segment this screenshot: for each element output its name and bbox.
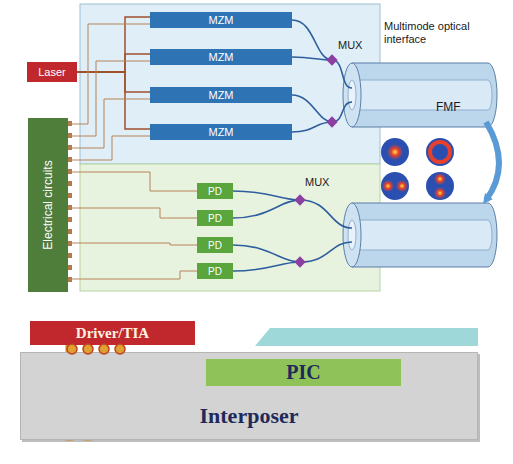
node-text: MZM [208, 126, 233, 138]
node-text: PD [208, 240, 222, 251]
text-label: MUX [305, 176, 329, 189]
transfer-arrow [486, 122, 499, 200]
pd-box: PD [197, 263, 233, 279]
mzm-box: MZM [150, 12, 292, 28]
text-label: Multimode optical interface [384, 20, 480, 46]
pd-box: PD [197, 237, 233, 253]
text-label: MUX [338, 39, 362, 52]
connector [68, 136, 150, 160]
node-text: Electrical circuits [41, 160, 55, 249]
connector [68, 208, 197, 218]
node-text: Laser [38, 66, 66, 78]
node-text: PIC [286, 361, 320, 384]
mzm-box: MZM [150, 124, 292, 140]
mode-patterns [381, 138, 454, 200]
node-text: PD [208, 266, 222, 277]
pd-box: PD [197, 210, 233, 226]
laser-box: Laser [27, 62, 77, 82]
fiber-block [255, 328, 478, 346]
node-text: PD [208, 213, 222, 224]
mux-diamonds [294, 54, 337, 267]
fmf-rx [343, 203, 497, 267]
node-text: Driver/TIA [76, 325, 149, 342]
node-text: PD [208, 186, 222, 197]
node-text: MZM [208, 51, 233, 63]
connector [68, 99, 150, 148]
pic-box: PIC [206, 359, 401, 386]
driver-box: Driver/TIA [30, 321, 195, 345]
node-text: MZM [208, 14, 233, 26]
interposer-box: Interposer PIC [20, 352, 478, 440]
connector [68, 243, 197, 245]
node-text: Interposer [21, 403, 477, 429]
rx-panel [80, 164, 380, 291]
fmf-tx [343, 63, 497, 127]
mzm-box: MZM [150, 87, 292, 103]
mzm-box: MZM [150, 49, 292, 65]
circuit-band: Electrical circuits [28, 118, 68, 292]
pd-box: PD [197, 183, 233, 199]
connector [68, 24, 150, 124]
connector [68, 271, 197, 279]
node-text: MZM [208, 89, 233, 101]
text-label: FMF [436, 100, 461, 114]
connector [68, 172, 197, 191]
